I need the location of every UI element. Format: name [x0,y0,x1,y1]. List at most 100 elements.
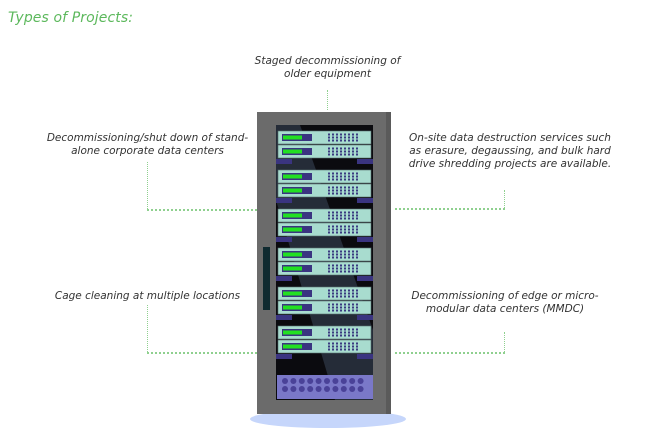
vent-hole [344,172,346,175]
vent-hole [340,186,342,189]
vent-hole [344,270,346,273]
vent-hole [344,228,346,231]
section-title: Types of Projects: [8,10,134,26]
status-led [283,213,302,218]
vent-hole [344,225,346,228]
vent-hole [356,172,358,175]
vent-hole [348,225,350,228]
vent-hole [340,348,342,351]
vent-hole [348,295,350,298]
vent-hole [336,172,338,175]
vent-hole [336,228,338,231]
vent-hole [340,189,342,192]
vent-hole [328,228,330,231]
vent-hole [328,178,330,181]
vent-hole [340,147,342,150]
vent-hole [344,250,346,253]
rack-frame-edge [386,112,391,414]
vent-hole [348,348,350,351]
label-cage-cleaning: Cage cleaning at multiple locations [54,290,241,302]
rail-left [276,354,292,359]
vent-hole [340,139,342,142]
vent-circle [298,386,305,392]
label-staged-decommissioning: Staged decommissioning of older equipmen… [254,55,401,80]
vent-hole [356,292,358,295]
vent-hole [344,334,346,337]
vent-hole [352,264,354,267]
vent-hole [348,231,350,234]
vent-circle [315,378,322,384]
vent-hole [332,139,334,142]
vent-hole [336,186,338,189]
vent-hole [344,153,346,156]
vent-hole [344,303,346,306]
vent-hole [352,175,354,178]
vent-hole [348,328,350,331]
vent-hole [352,211,354,214]
vent-hole [356,331,358,334]
vent-hole [332,172,334,175]
vent-hole [356,231,358,234]
vent-hole [336,345,338,348]
vent-hole [336,303,338,306]
vent-hole [336,267,338,270]
vent-hole [328,267,330,270]
vent-hole [348,250,350,253]
vent-hole [340,345,342,348]
rail-left [276,198,292,203]
vent-hole [348,303,350,306]
vent-hole [348,270,350,273]
vent-hole [328,231,330,234]
status-led [283,149,302,154]
vent-hole [328,253,330,256]
vent-hole [352,139,354,142]
vent-hole [336,231,338,234]
vent-hole [336,136,338,139]
rack-shadow [250,410,406,428]
vent-hole [352,250,354,253]
vent-hole [356,334,358,337]
vent-hole [356,270,358,273]
vent-hole [348,331,350,334]
vent-hole [336,133,338,136]
vent-hole [356,295,358,298]
vent-hole [348,175,350,178]
vent-circle [290,386,297,392]
vent-circle [357,378,364,384]
vent-hole [336,189,338,192]
rack-handle [263,247,270,310]
vent-circle [324,378,330,384]
vent-hole [356,228,358,231]
vent-hole [352,270,354,273]
vent-hole [332,253,334,256]
vent-hole [328,186,330,189]
vent-hole [336,256,338,259]
vent-hole [332,175,334,178]
vent-hole [340,214,342,217]
vent-hole [348,292,350,295]
vent-hole [348,334,350,337]
vent-hole [348,214,350,217]
label-onsite-destruction: On-site data destruction services such a… [408,132,612,170]
vent-hole [352,192,354,195]
vent-hole [336,334,338,337]
vent-hole [332,270,334,273]
vent-hole [340,328,342,331]
vent-hole [332,292,334,295]
vent-hole [328,133,330,136]
vent-hole [348,147,350,150]
vent-hole [348,186,350,189]
vent-hole [348,211,350,214]
vent-circle [340,378,347,384]
vent-hole [348,189,350,192]
vent-circle [282,386,288,392]
vent-hole [340,231,342,234]
label-edge-mmdc: Decommissioning of edge or micro-modular… [411,290,599,315]
vent-hole [340,250,342,253]
vent-hole [352,133,354,136]
vent-hole [352,228,354,231]
vent-hole [336,211,338,214]
vent-circle [340,386,347,392]
vent-hole [336,225,338,228]
vent-hole [336,217,338,220]
